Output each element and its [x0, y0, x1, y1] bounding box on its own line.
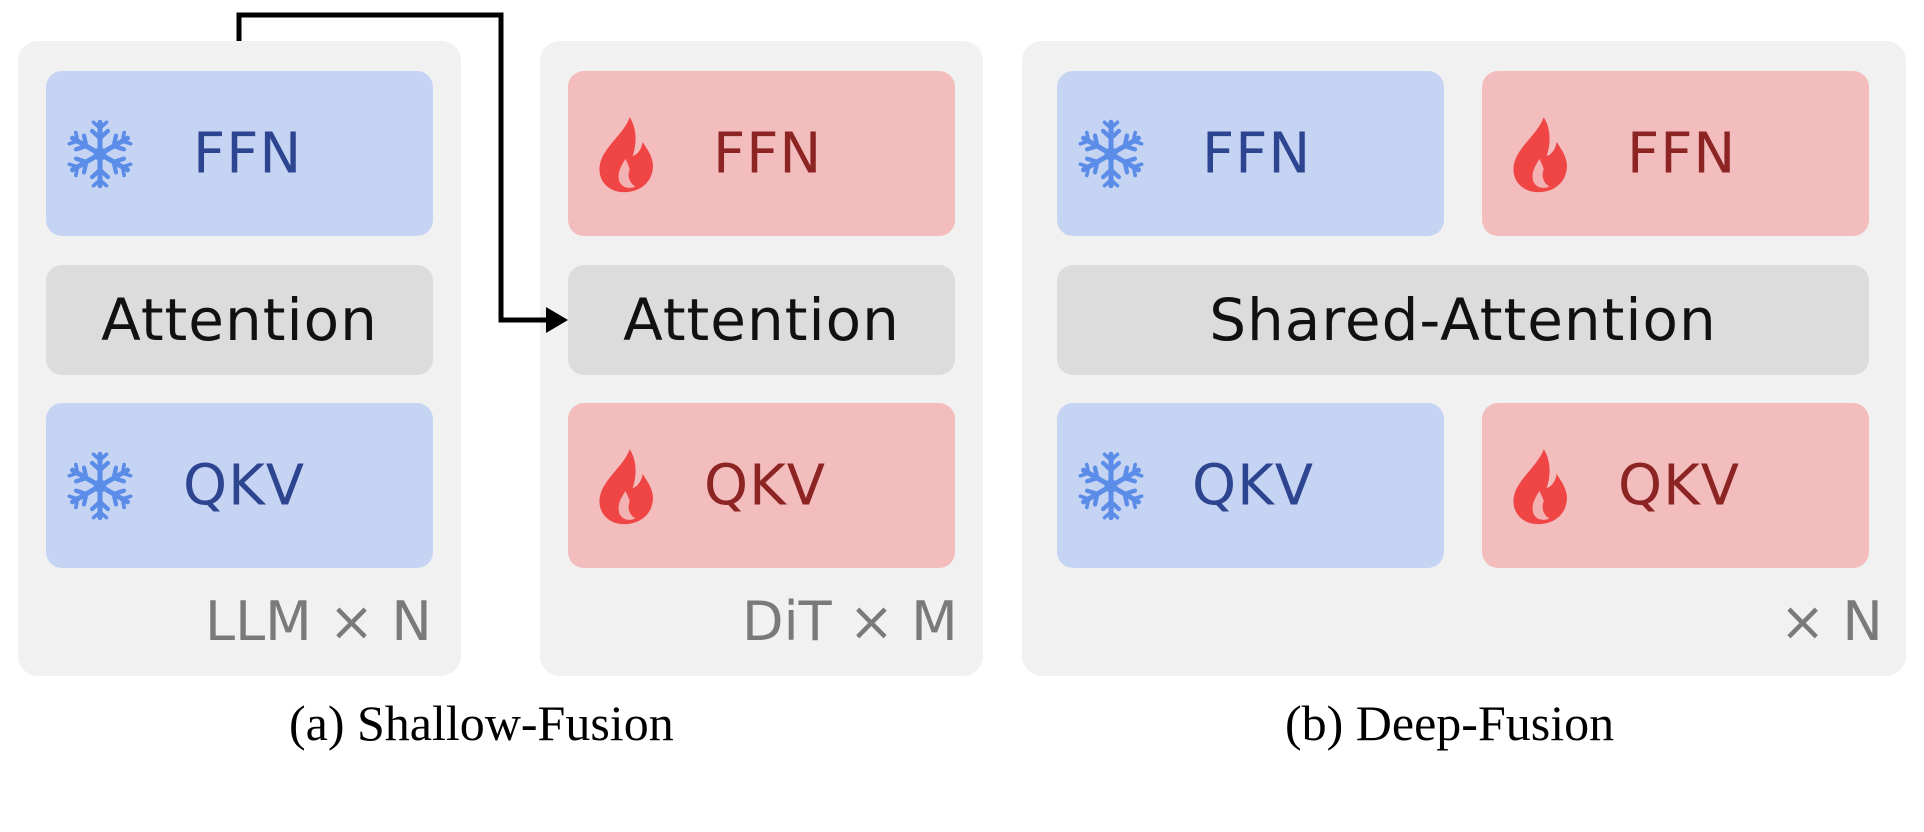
deep-qkv-trainable-label: QKV — [1618, 453, 1741, 518]
llm-qkv-label: QKV — [183, 453, 306, 518]
llm-multiplier: LLM × N — [205, 590, 432, 653]
shared-attention-block: Shared-Attention — [1057, 265, 1869, 375]
deep-qkv-frozen-label: QKV — [1192, 453, 1315, 518]
deep-ffn-frozen-label: FFN — [1202, 121, 1312, 186]
dit-attention-block: Attention — [568, 265, 955, 375]
dit-qkv-block: QKV — [568, 403, 955, 568]
deep-ffn-trainable-block: FFN — [1482, 71, 1869, 236]
llm-attention-label: Attention — [101, 286, 378, 354]
llm-ffn-block: FFN — [46, 71, 433, 236]
dit-ffn-block: FFN — [568, 71, 955, 236]
snowflake-icon — [1075, 114, 1147, 194]
dit-attention-label: Attention — [623, 286, 900, 354]
shallow-fusion-caption: (a) Shallow-Fusion — [289, 695, 674, 751]
flame-icon — [1502, 114, 1574, 194]
deep-qkv-trainable-block: QKV — [1482, 403, 1869, 568]
snowflake-icon — [1075, 446, 1147, 526]
llm-attention-block: Attention — [46, 265, 433, 375]
deep-fusion-caption: (b) Deep-Fusion — [1285, 695, 1615, 751]
dit-ffn-label: FFN — [713, 121, 823, 186]
deep-multiplier: × N — [1780, 590, 1883, 653]
llm-ffn-label: FFN — [193, 121, 303, 186]
deep-ffn-frozen-block: FFN — [1057, 71, 1444, 236]
flame-icon — [588, 114, 660, 194]
deep-qkv-frozen-block: QKV — [1057, 403, 1444, 568]
shared-attention-label: Shared-Attention — [1209, 286, 1717, 354]
dit-qkv-label: QKV — [704, 453, 827, 518]
llm-qkv-block: QKV — [46, 403, 433, 568]
deep-ffn-trainable-label: FFN — [1627, 121, 1737, 186]
snowflake-icon — [64, 114, 136, 194]
dit-multiplier: DiT × M — [742, 590, 958, 653]
snowflake-icon — [64, 446, 136, 526]
flame-icon — [588, 446, 660, 526]
flame-icon — [1502, 446, 1574, 526]
